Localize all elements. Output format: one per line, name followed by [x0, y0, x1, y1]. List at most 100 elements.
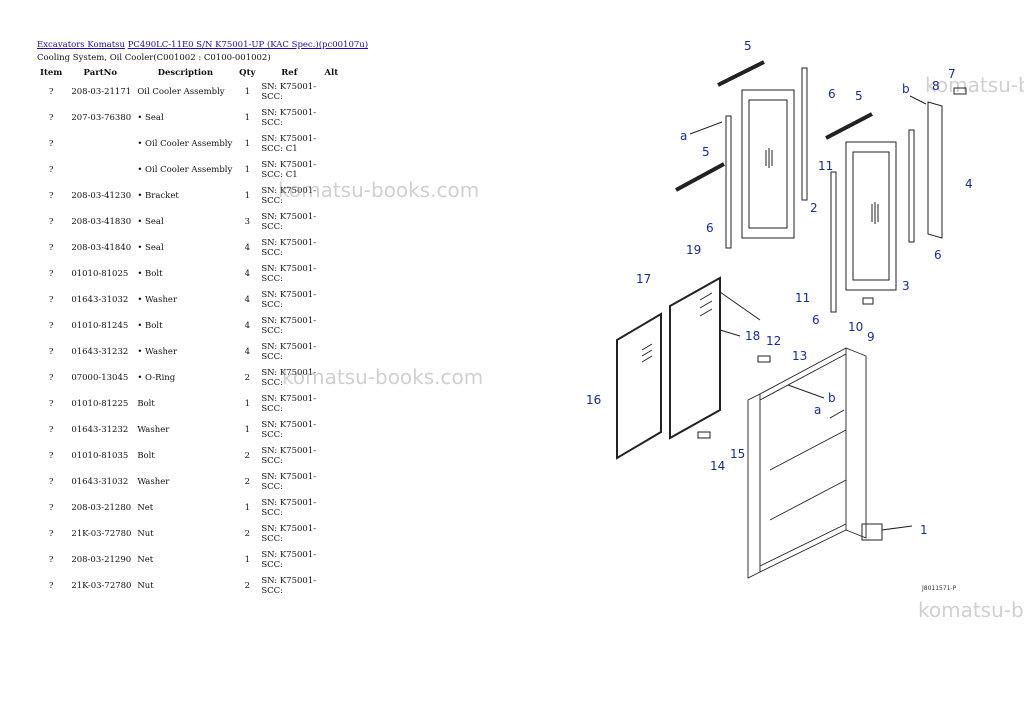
callout-label: 6 — [828, 87, 836, 101]
callout-label: 8 — [932, 79, 940, 93]
seal-strip — [908, 129, 915, 243]
cell-description: Net — [137, 503, 154, 513]
cell-description: • Washer — [137, 347, 178, 357]
callout-label: 10 — [848, 320, 863, 334]
cell-description: • Bolt — [137, 269, 163, 279]
callout-label: 18 — [745, 329, 760, 343]
cell-item: ? — [48, 295, 54, 305]
breadcrumb-link-model[interactable]: PC490LC-11E0 S/N K75001-UP (KAC Spec.)(p… — [127, 40, 369, 50]
cell-qty: 4 — [244, 321, 251, 331]
callout-label: 14 — [710, 459, 725, 473]
callout-label: 2 — [810, 201, 818, 215]
cell-item: ? — [48, 269, 54, 279]
cell-description: • Oil Cooler Assembly — [137, 165, 233, 175]
cell-item: ? — [48, 555, 54, 565]
oil-cooler-front — [845, 141, 897, 291]
seal-rod — [675, 162, 725, 192]
cell-item: ? — [48, 139, 54, 149]
cell-partno: 01643-31232 — [71, 425, 129, 435]
cell-ref: SN: K75001-SCC: — [261, 82, 317, 102]
cell-qty: 1 — [244, 165, 251, 175]
cell-description: Washer — [137, 425, 170, 435]
cell-partno: 01643-31032 — [71, 295, 129, 305]
cell-description: Net — [137, 555, 154, 565]
callout-label: 7 — [948, 67, 956, 81]
seal-rod — [825, 112, 873, 140]
cell-ref: SN: K75001-SCC: C1 — [261, 134, 317, 154]
cell-qty: 2 — [244, 581, 251, 591]
cell-item: ? — [48, 399, 54, 409]
cell-partno: 208-03-41840 — [71, 243, 132, 253]
cell-partno: 01010-81245 — [71, 321, 129, 331]
callout-label: 15 — [730, 447, 745, 461]
bolt — [697, 431, 711, 439]
callout-label: b — [828, 391, 836, 405]
cell-ref: SN: K75001-SCC: — [261, 342, 317, 362]
cell-description: • Bracket — [137, 191, 179, 201]
cell-ref: SN: K75001-SCC: — [261, 472, 317, 492]
callout-label: 5 — [855, 89, 863, 103]
watermark-text: komatsu-books.com — [278, 178, 480, 202]
cell-partno: 01643-31032 — [71, 477, 129, 487]
callout-label: 12 — [766, 334, 781, 348]
cushion-block — [861, 523, 883, 541]
cell-qty: 2 — [244, 451, 251, 461]
cell-partno: 01643-31232 — [71, 347, 129, 357]
diagram-code: J8011571-P — [921, 585, 957, 592]
cell-description: • Seal — [137, 113, 164, 123]
cell-ref: SN: K75001-SCC: — [261, 264, 317, 284]
header-description: Description — [157, 67, 214, 78]
cell-item: ? — [48, 503, 54, 513]
cell-qty: 1 — [244, 191, 251, 201]
cell-item: ? — [48, 373, 54, 383]
cell-ref: SN: K75001-SCC: — [261, 550, 317, 570]
cell-description: Nut — [137, 529, 154, 539]
cell-item: ? — [48, 113, 54, 123]
header-ref: Ref — [281, 67, 298, 78]
breadcrumb: Excavators Komatsu PC490LC-11E0 S/N K750… — [37, 40, 368, 50]
cell-partno: 208-03-21290 — [71, 555, 132, 565]
cell-qty: 1 — [244, 503, 251, 513]
bolt — [953, 87, 967, 95]
cell-qty: 1 — [244, 139, 251, 149]
parts-table: Item PartNo Description Qty Ref Alt ?208… — [37, 66, 343, 599]
callout-label: 4 — [965, 177, 973, 191]
cell-description: Bolt — [137, 399, 155, 409]
cell-item: ? — [48, 451, 54, 461]
cell-ref: SN: K75001-SCC: — [261, 238, 317, 258]
seal-strip — [801, 67, 808, 201]
callout-label: a — [680, 129, 687, 143]
seal-rod — [717, 60, 765, 87]
callout-label: 6 — [934, 248, 942, 262]
callout-label: 6 — [706, 221, 714, 235]
cell-ref: SN: K75001-SCC: — [261, 212, 317, 232]
net-right — [669, 276, 721, 440]
callout-label: 11 — [818, 159, 833, 173]
cell-item: ? — [48, 321, 54, 331]
breadcrumb-link-category[interactable]: Excavators Komatsu — [37, 40, 125, 50]
cell-item: ? — [48, 425, 54, 435]
cell-description: • O-Ring — [137, 373, 176, 383]
cell-ref: SN: K75001-SCC: — [261, 446, 317, 466]
cell-partno: 01010-81225 — [71, 399, 129, 409]
cell-partno: 208-03-21280 — [71, 503, 132, 513]
cell-item: ? — [48, 191, 54, 201]
bracket — [927, 101, 943, 239]
callout-label: 1 — [920, 523, 928, 537]
watermark-text: komatsu-b — [918, 598, 1024, 622]
cell-ref: SN: K75001-SCC: — [261, 316, 317, 336]
cell-description: Washer — [137, 477, 170, 487]
cell-description: • Seal — [137, 217, 164, 227]
callout-label: 16 — [586, 393, 601, 407]
